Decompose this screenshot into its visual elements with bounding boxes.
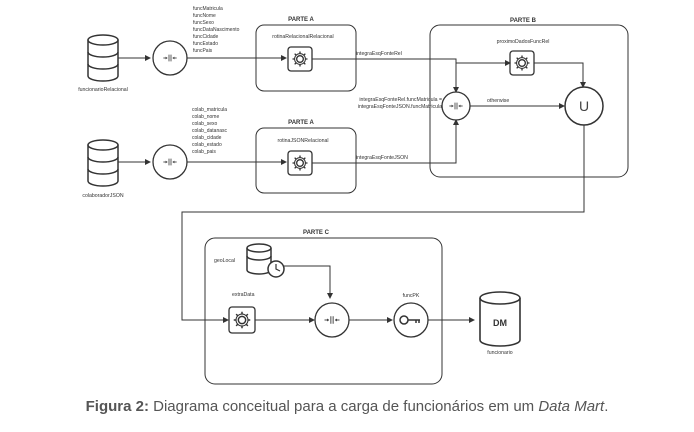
field-top: funcDataNascimento (193, 27, 240, 33)
integra-rel-label: integraEsqFonteRel (356, 51, 402, 57)
funcionario-relacional-label: funcionarioRelacional (78, 87, 128, 93)
part-c-label: PARTE C (303, 230, 330, 236)
gear-icon (228, 306, 256, 334)
fields-top-list: funcMatricula funcNome funcSexo funcData… (193, 6, 240, 54)
integra-json-label: integraEsqFonteJSON (356, 155, 408, 161)
union-symbol: U (579, 98, 589, 114)
join-icon (441, 91, 471, 121)
caption-prefix: Figura 2: (85, 398, 149, 415)
colaborador-json-label: colaboradorJSON (82, 193, 123, 199)
part-a-top-label: PARTE A (288, 17, 314, 23)
join-icon (152, 144, 188, 180)
database-icon (479, 291, 521, 347)
caption-suffix: . (604, 398, 609, 415)
fields-bottom-list: colab_matricula colab_nome colab_sexo co… (192, 107, 228, 155)
otherwise-label: otherwise (487, 98, 509, 104)
proximo-dados-label: proximoDadosFuncRel (497, 39, 550, 45)
join-condition-line2: integraEsqFonteJSON.funcMatricula (358, 104, 442, 110)
field-top: funcCidade (193, 34, 219, 40)
gear-icon (287, 150, 313, 176)
field-bottom: colab_matricula (192, 107, 227, 113)
field-bottom: colab_sexo (192, 121, 218, 127)
geo-local-label: geoLocal (214, 258, 235, 264)
field-top: funcSexo (193, 20, 214, 26)
gear-icon (287, 46, 313, 72)
caption-text: Diagrama conceitual para a carga de func… (148, 398, 539, 415)
gear-icon (509, 50, 535, 76)
join-condition-line1: integraEsqFonteRel.funcMatricula = (359, 97, 442, 103)
edge-integra-json (312, 119, 459, 164)
figure-caption: Figura 2: Diagrama conceitual para a car… (0, 398, 694, 415)
field-top: funcNome (193, 13, 216, 19)
part-a-bottom-label: PARTE A (288, 120, 314, 126)
dm-label: DM (493, 318, 507, 328)
field-top: funcEstado (193, 41, 218, 47)
extra-data-label: extraData (232, 292, 255, 298)
database-icon (87, 139, 119, 187)
caption-italic: Data Mart (538, 398, 605, 415)
database-icon (87, 34, 119, 82)
join-icon (152, 40, 188, 76)
field-bottom: colab_pais (192, 149, 216, 155)
field-bottom: colab_datanasc (192, 128, 228, 134)
edge-proximo-to-union (534, 62, 586, 88)
edge-join-to-proximo (455, 60, 511, 92)
funcionario-label: funcionario (487, 350, 512, 356)
clock-icon (267, 260, 285, 278)
part-b-label: PARTE B (510, 18, 537, 24)
field-bottom: colab_cidade (192, 135, 222, 141)
field-bottom: colab_nome (192, 114, 219, 120)
database-icon (246, 243, 272, 275)
field-top: funcMatricula (193, 6, 223, 12)
rotina-relacional-label: rotinaRelacionalRelacional (272, 34, 333, 40)
func-pk-label: funcPK (403, 293, 420, 299)
join-icon (314, 302, 350, 338)
field-bottom: colab_estado (192, 142, 222, 148)
rotina-json-label: rotinaJSONRelacional (277, 138, 328, 144)
edge-union-to-extradata (181, 125, 585, 323)
field-top: funcPais (193, 48, 213, 54)
edge-geolocal-to-join (284, 265, 333, 299)
conceptual-diagram: PARTE A PARTE A PARTE B PARTE C funciona… (78, 6, 629, 385)
